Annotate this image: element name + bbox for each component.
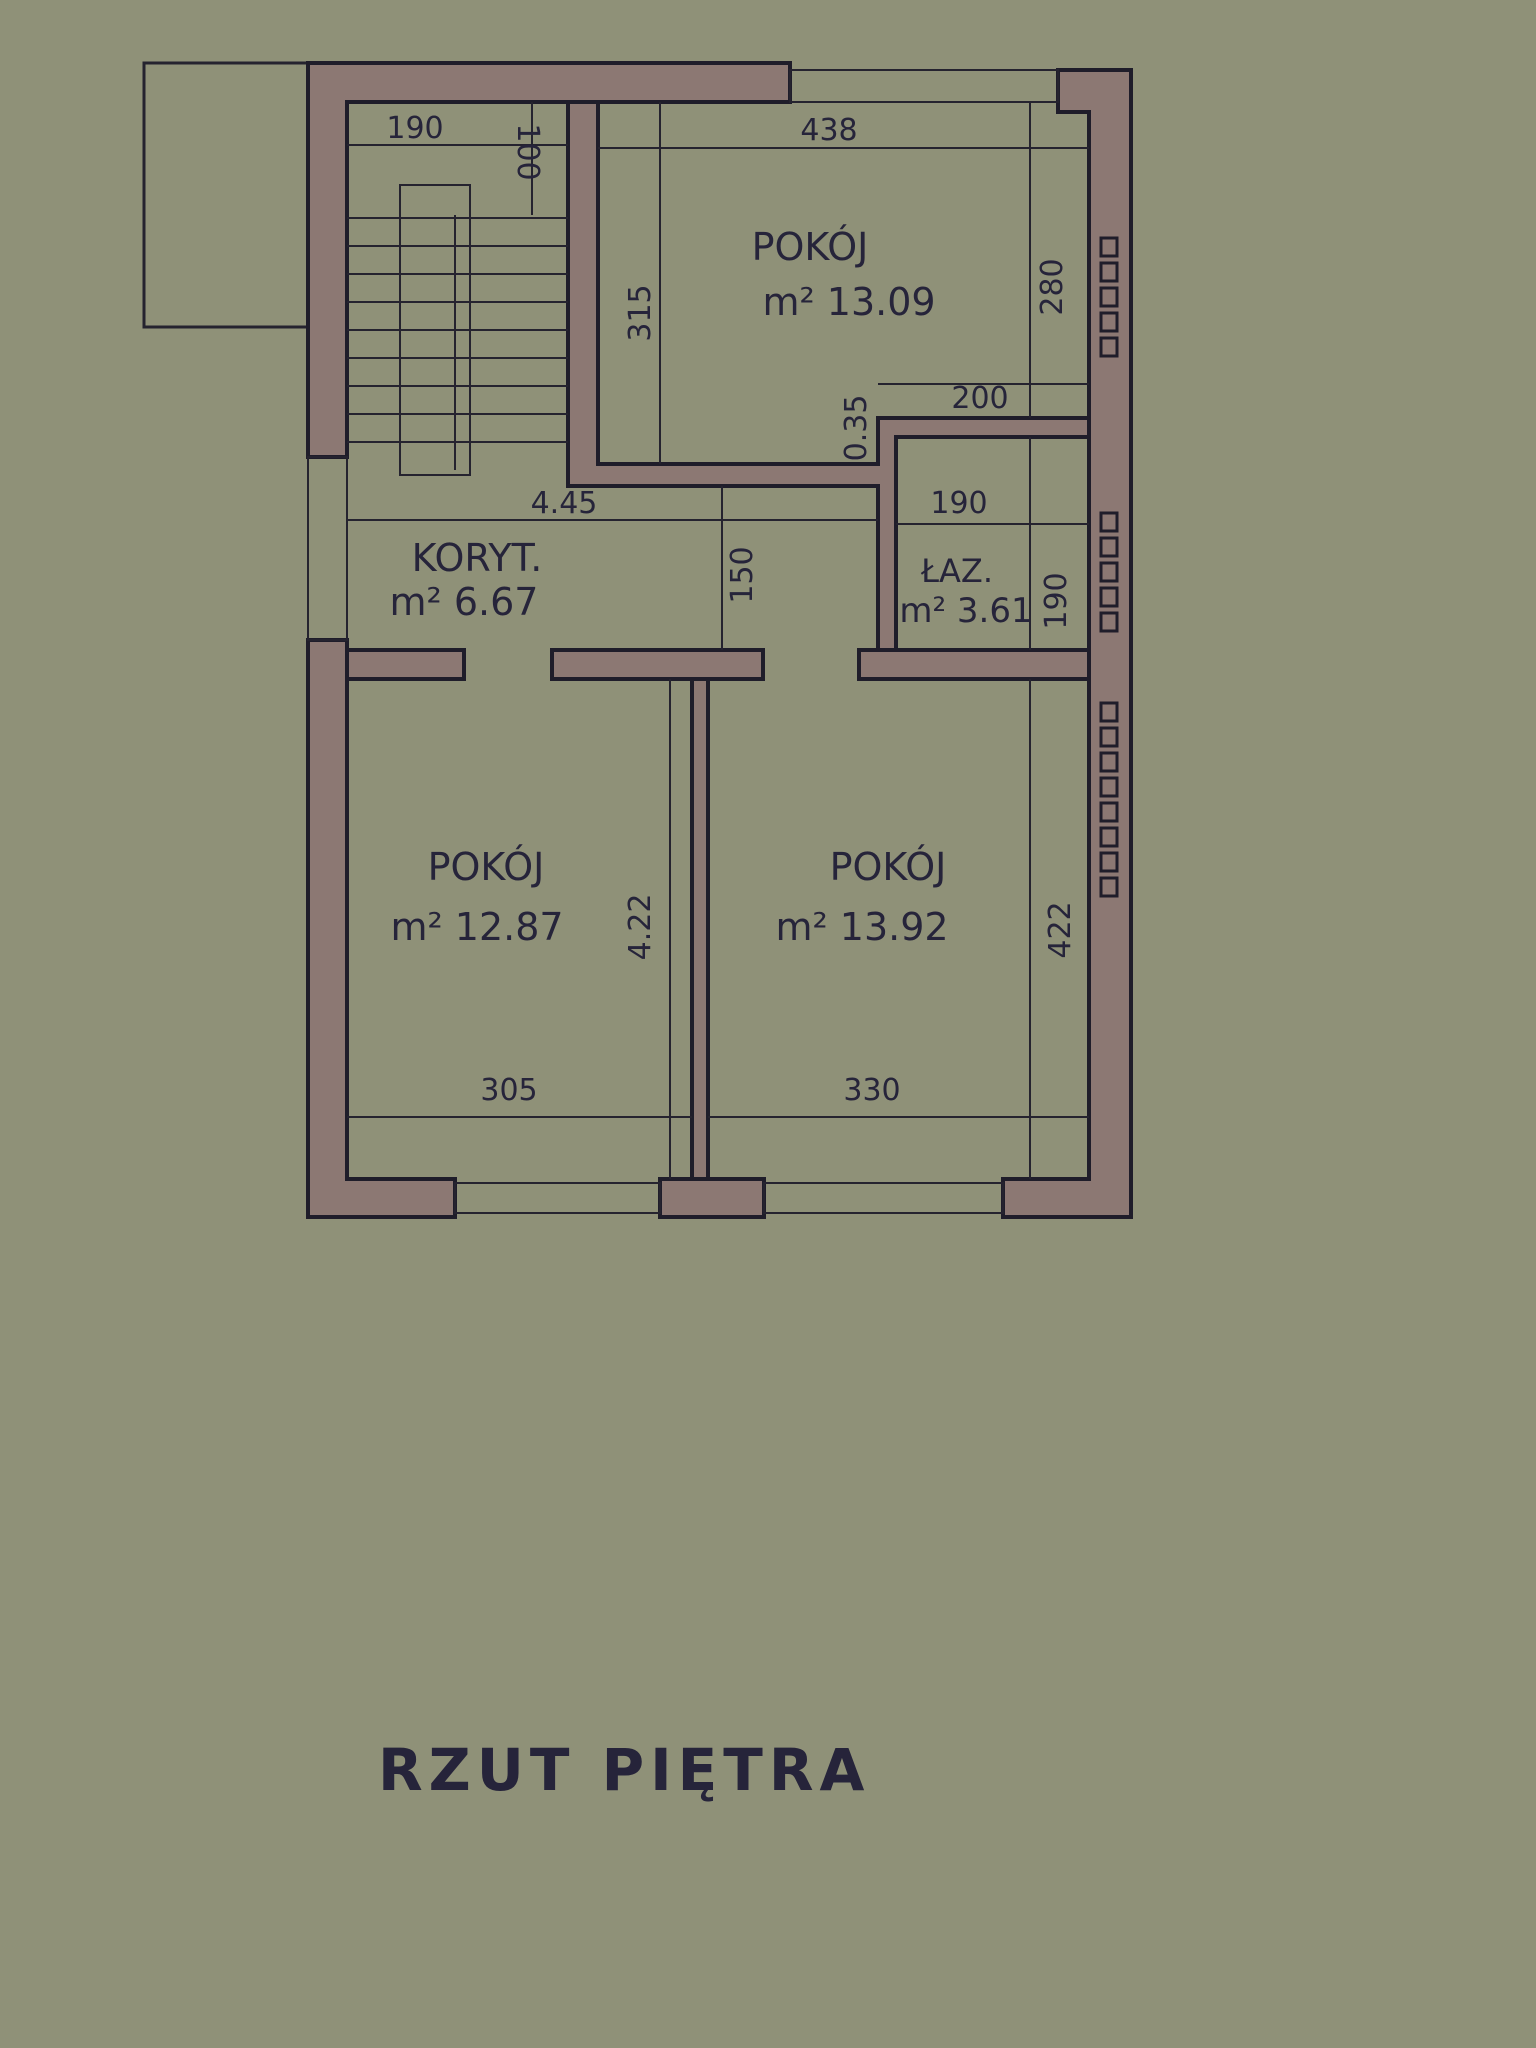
vent-flue bbox=[1099, 826, 1119, 848]
vent-flue bbox=[1099, 876, 1119, 898]
vent-flue bbox=[1099, 611, 1119, 633]
vent-flue bbox=[1099, 801, 1119, 823]
staircase bbox=[347, 184, 568, 476]
dim-notch-depth: 0.35 bbox=[839, 395, 874, 462]
room-name-right: POKÓJ bbox=[830, 845, 947, 889]
room-area-corridor: m² 6.67 bbox=[390, 580, 539, 624]
room-name-bath: ŁAZ. bbox=[920, 552, 993, 590]
vent-flue bbox=[1099, 286, 1119, 308]
vent-flue bbox=[1099, 261, 1119, 283]
vent-flue bbox=[1099, 561, 1119, 583]
interior-walls bbox=[345, 100, 1091, 1181]
vent-flue bbox=[1099, 236, 1119, 258]
dim-bath-height: 190 bbox=[1039, 572, 1074, 629]
vent-flue bbox=[1099, 586, 1119, 608]
dim-left-room-height: 4.22 bbox=[623, 894, 658, 961]
room-area-bath: m² 3.61 bbox=[899, 591, 1032, 631]
dim-left-room-width: 305 bbox=[480, 1073, 537, 1108]
dim-bath-width: 190 bbox=[930, 486, 987, 521]
vent-flue bbox=[1099, 336, 1119, 358]
room-name-left: POKÓJ bbox=[428, 845, 545, 889]
drawing-title: RZUT PIĘTRA bbox=[378, 1736, 870, 1804]
vent-flue bbox=[1099, 511, 1119, 533]
vent-flue bbox=[1099, 851, 1119, 873]
dim-stair-landing: 100 bbox=[510, 123, 545, 180]
dim-corridor-length: 4.45 bbox=[531, 486, 598, 521]
vent-flue bbox=[1099, 726, 1119, 748]
exterior-walls bbox=[306, 61, 1133, 1219]
vent-flue bbox=[1099, 311, 1119, 333]
dim-top-room-height-right: 280 bbox=[1035, 258, 1070, 315]
room-area-left: m² 12.87 bbox=[390, 905, 563, 949]
dim-stair-width: 190 bbox=[386, 111, 443, 146]
room-name-top: POKÓJ bbox=[752, 225, 869, 269]
vent-flue bbox=[1099, 751, 1119, 773]
room-area-top: m² 13.09 bbox=[762, 280, 935, 324]
vent-flue bbox=[1099, 701, 1119, 723]
vent-flue bbox=[1099, 536, 1119, 558]
vent-flue bbox=[1099, 776, 1119, 798]
room-area-right: m² 13.92 bbox=[775, 905, 948, 949]
balcony bbox=[142, 61, 310, 329]
chimney-vents bbox=[1099, 236, 1119, 898]
dim-top-room-height-left: 315 bbox=[623, 284, 658, 341]
dim-right-room-width: 330 bbox=[843, 1073, 900, 1108]
dimension-lines bbox=[347, 102, 1089, 1179]
dim-top-room-width: 438 bbox=[800, 113, 857, 148]
dim-notch-width: 200 bbox=[951, 381, 1008, 416]
dim-right-room-height: 422 bbox=[1043, 901, 1078, 958]
dim-corridor-width: 150 bbox=[725, 546, 760, 603]
room-name-corridor: KORYT. bbox=[412, 536, 543, 580]
